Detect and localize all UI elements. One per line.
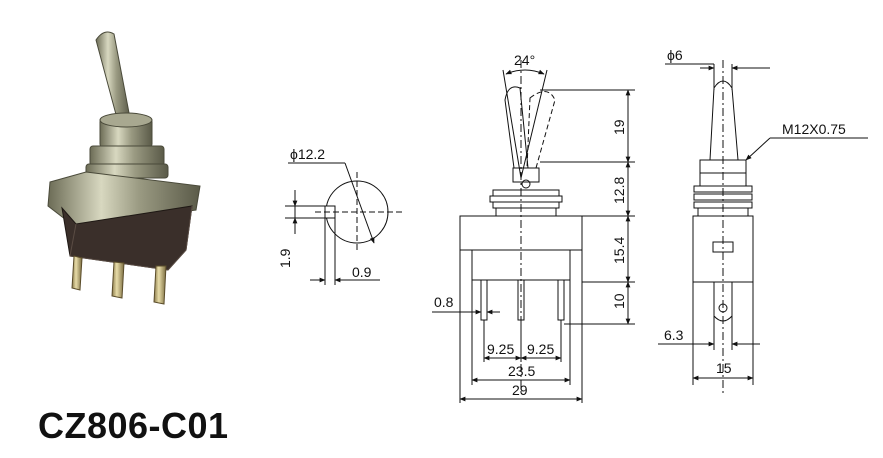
dim-15-4: 15.4 xyxy=(611,237,627,264)
front-view xyxy=(432,60,635,403)
switch-photo xyxy=(47,31,201,305)
dim-9-25-b: 9.25 xyxy=(527,341,554,357)
dim-0-9: 0.9 xyxy=(352,264,372,280)
dim-angle: 24° xyxy=(514,52,535,68)
side-view xyxy=(658,60,868,395)
dim-phi-lever: ϕ6 xyxy=(667,47,683,63)
dim-19: 19 xyxy=(611,119,627,135)
dim-10: 10 xyxy=(611,293,627,309)
dim-phi-head: ϕ12.2 xyxy=(290,146,325,162)
dim-29: 29 xyxy=(512,382,528,398)
dim-6-3: 6.3 xyxy=(664,327,684,343)
dim-12-8: 12.8 xyxy=(611,177,627,204)
dim-9-25-a: 9.25 xyxy=(487,341,514,357)
dim-1-9: 1.9 xyxy=(277,248,293,268)
dim-0-8: 0.8 xyxy=(434,294,454,310)
model-number: CZ806-C01 xyxy=(38,405,229,446)
dim-15: 15 xyxy=(716,360,732,376)
top-view xyxy=(285,162,405,285)
dim-thread: M12X0.75 xyxy=(782,121,846,137)
dim-23-5: 23.5 xyxy=(508,363,535,379)
